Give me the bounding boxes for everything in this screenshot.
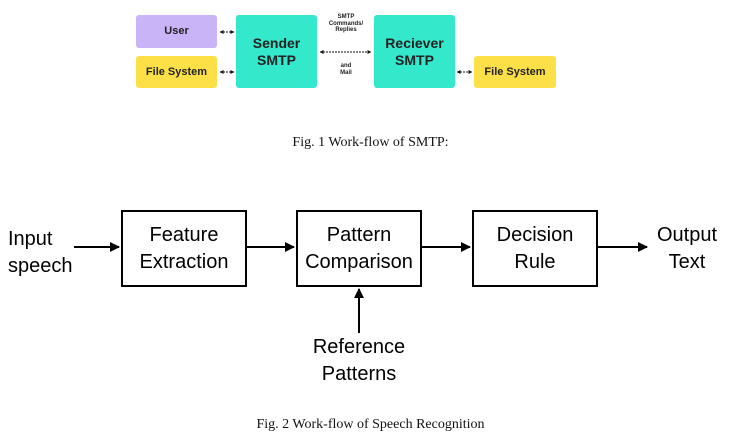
receiver-smtp-box: Reciever SMTP (374, 15, 455, 88)
output-text-label: Output Text (656, 224, 718, 273)
file-system-left-label: File System (145, 65, 208, 78)
pattern-comparison-box: Pattern Comparison (296, 210, 422, 287)
figure2-caption: Fig. 2 Work-flow of Speech Recognition (256, 417, 485, 432)
input-speech-label: Input speech (8, 228, 73, 277)
sender-smtp-box: Sender SMTP (236, 15, 317, 88)
receiver-smtp-label: Reciever SMTP (385, 35, 444, 68)
decision-rule-box: Decision Rule (472, 210, 598, 287)
file-system-right-box: File System (474, 56, 556, 88)
file-system-left-box: File System (136, 56, 217, 88)
pattern-comparison-label: Pattern Comparison (305, 223, 413, 273)
feature-extraction-label: Feature Extraction (139, 223, 229, 273)
user-box: User (136, 15, 217, 48)
smtp-commands-label: SMTP Commands/ Replies (328, 14, 364, 34)
user-label: User (164, 25, 189, 38)
figure1-caption: Fig. 1 Work-flow of SMTP: (292, 135, 449, 150)
and-mail-label: and Mail (340, 63, 352, 76)
file-system-right-label: File System (484, 65, 546, 78)
reference-patterns-label: Reference Patterns (312, 336, 406, 385)
sender-smtp-label: Sender SMTP (252, 35, 301, 68)
feature-extraction-box: Feature Extraction (121, 210, 247, 287)
decision-rule-label: Decision Rule (496, 223, 574, 273)
